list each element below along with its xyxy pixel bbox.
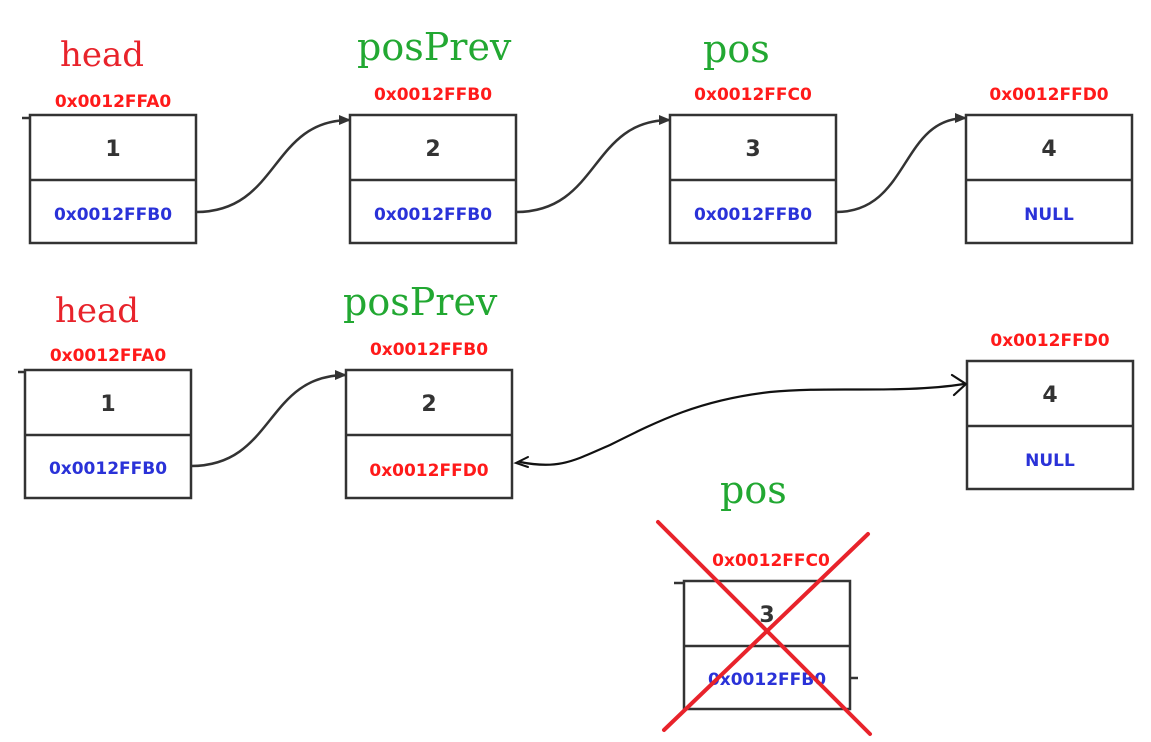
posprev-label-bottom: posPrev — [343, 280, 498, 324]
node-address: 0x0012FFD0 — [990, 331, 1109, 351]
pointer-1-to-2-bottom — [190, 370, 347, 468]
node-next: 0x0012FFB0 — [708, 670, 826, 690]
pos-label-top: pos — [703, 27, 770, 71]
pointer-3-to-4-top — [835, 113, 967, 214]
relink-arrowhead-icon — [950, 373, 968, 397]
node-address: 0x0012FFB0 — [370, 340, 488, 360]
node-address: 0x0012FFB0 — [374, 85, 492, 105]
head-label-top: head — [60, 35, 144, 75]
node-value: 3 — [759, 603, 774, 628]
delete-cross-icon — [656, 520, 872, 736]
node-2-bottom: 0x0012FFB0 2 0x0012FFD0 — [344, 340, 514, 500]
node-next: NULL — [1024, 205, 1074, 225]
node-next: NULL — [1025, 451, 1075, 471]
pointer-1-to-2-top — [195, 115, 351, 214]
node-value: 4 — [1042, 383, 1057, 408]
node-value: 1 — [100, 392, 115, 417]
node-address: 0x0012FFD0 — [989, 85, 1108, 105]
node-value: 4 — [1041, 137, 1056, 162]
relink-pointer-2-to-4 — [518, 382, 966, 466]
node-value: 2 — [421, 392, 436, 417]
node-2-top: 0x0012FFB0 2 0x0012FFB0 — [348, 85, 518, 245]
pointer-2-to-3-top — [515, 115, 671, 214]
node-next: 0x0012FFB0 — [49, 459, 167, 479]
node-next: 0x0012FFD0 — [369, 461, 488, 481]
posprev-label-top: posPrev — [357, 25, 512, 69]
node-value: 1 — [105, 137, 120, 162]
node-address: 0x0012FFA0 — [50, 346, 167, 366]
node-address: 0x0012FFC0 — [694, 85, 812, 105]
node-3-top: 0x0012FFC0 3 0x0012FFB0 — [668, 85, 838, 245]
node-value: 3 — [745, 137, 760, 162]
node-1-bottom: 0x0012FFA0 1 0x0012FFB0 — [23, 346, 193, 500]
node-4-bottom: 0x0012FFD0 4 NULL — [965, 331, 1135, 491]
node-address: 0x0012FFA0 — [55, 92, 172, 112]
node-4-top: 0x0012FFD0 4 NULL — [964, 85, 1134, 245]
head-label-bottom: head — [55, 291, 139, 331]
relink-start-mark — [513, 456, 529, 468]
node-next: 0x0012FFB0 — [54, 205, 172, 225]
node-next: 0x0012FFB0 — [694, 205, 812, 225]
node-address: 0x0012FFC0 — [712, 551, 830, 571]
node-next: 0x0012FFB0 — [374, 205, 492, 225]
node-value: 2 — [425, 137, 440, 162]
pos-label-bottom: pos — [720, 468, 787, 512]
node-1-top: 0x0012FFA0 1 0x0012FFB0 — [28, 92, 198, 245]
